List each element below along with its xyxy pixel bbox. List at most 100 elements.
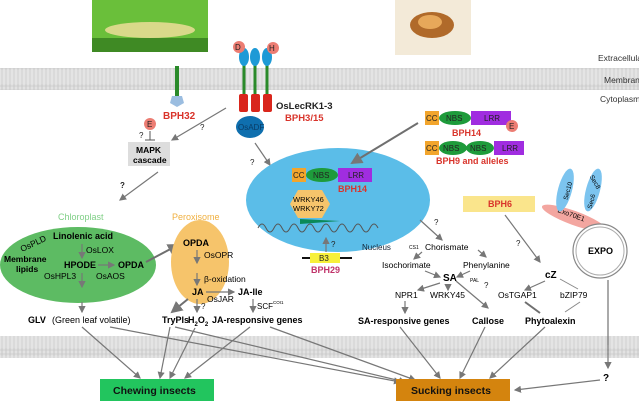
oslox: OsLOX: [86, 245, 114, 255]
expo-vesicle: [572, 223, 628, 279]
npr1: NPR1: [395, 290, 418, 300]
nuclear-bph14-label: BPH14: [338, 184, 367, 194]
question-mark: ?: [434, 218, 439, 227]
b3-domain: [310, 253, 340, 263]
lrr-domain: LRR: [348, 171, 364, 180]
bph32-label: BPH32: [163, 111, 196, 122]
beta-oxidation: β-oxidation: [204, 274, 246, 284]
mapk-cascade-box: [128, 142, 170, 166]
cytoplasm-label: Cytoplasm: [600, 94, 639, 104]
cc-domain: CC: [293, 171, 305, 180]
ja-ile: JA-Ile: [238, 287, 263, 297]
osadf-label: OsADF: [238, 123, 264, 132]
peroxisome-opda: OPDA: [183, 238, 210, 248]
bzip79: bZIP79: [560, 290, 588, 300]
mapk-question: ?: [139, 131, 144, 140]
oshpl3: OsHPL3: [44, 271, 76, 281]
wrky72: WRKY72: [293, 204, 324, 213]
bph14-label: BPH14: [452, 128, 481, 138]
nucleus: [246, 148, 430, 252]
question-mark: ?: [331, 240, 336, 249]
linolenic-acid: Linolenic acid: [53, 231, 113, 241]
membrane-lipids: Membrane: [4, 254, 47, 264]
question-mark: ?: [516, 239, 521, 248]
osadf-protein: [236, 116, 264, 138]
chloroplast-opda: OPDA: [118, 260, 145, 270]
nbs-domain: NBS: [313, 171, 329, 180]
wrky45: WRKY45: [430, 290, 465, 300]
question-mark: ?: [120, 181, 125, 190]
sucking-insects-label: Sucking insects: [411, 385, 491, 397]
dna-helix: [257, 223, 379, 233]
osopr: OsOPR: [204, 250, 233, 260]
trypis: TryPIs: [162, 315, 189, 325]
oslecrk-receptors: [239, 48, 272, 112]
sa-responsive-genes: SA-responsive genes: [358, 316, 450, 326]
glv: GLV: [28, 315, 46, 325]
membrane-label: Membrane: [604, 75, 639, 85]
chorismate: Chorismate: [425, 242, 469, 252]
scf: SCF: [257, 302, 273, 311]
chloroplast-label: Chloroplast: [58, 212, 104, 222]
e-effector: E: [509, 122, 514, 131]
extracellular-label: Extracellular: [598, 53, 639, 63]
nbs-domain: NBS: [443, 144, 459, 153]
caterpillar-image: [92, 0, 208, 52]
d-effector: D: [235, 43, 241, 52]
expo-label: EXPO: [588, 246, 613, 256]
cz: cZ: [545, 270, 557, 281]
e-effector: E: [147, 120, 152, 129]
cs1: CS1: [409, 245, 419, 251]
sec6-label: Sec6: [587, 193, 598, 209]
question-mark: ?: [484, 281, 489, 290]
lrr-domain: LRR: [502, 144, 518, 153]
sec10-label: Sec10: [563, 181, 575, 201]
question-mark: ?: [603, 373, 609, 384]
cascade-label: cascade: [133, 155, 167, 165]
cc-domain: CC: [426, 114, 438, 123]
callose: Callose: [472, 316, 504, 326]
bph32-protein: [170, 96, 184, 107]
sec10: [556, 168, 574, 212]
sa: SA: [443, 273, 457, 284]
oslecrk-label: OsLecRK1-3: [276, 101, 333, 112]
phenylanine: Phenylanine: [463, 260, 510, 270]
sec8-sec6: [584, 168, 602, 212]
chewing-insects-box: [100, 379, 214, 401]
bph9-label: BPH9 and alleles: [436, 156, 509, 166]
glv-full: (Green leaf volatile): [52, 315, 131, 325]
osaos: OsAOS: [96, 271, 125, 281]
membrane-lipids: lipids: [16, 264, 38, 274]
effect-arrows: [81, 326, 612, 393]
phytoalexin: Phytoalexin: [525, 316, 576, 326]
b3-label: B3: [319, 254, 329, 263]
coi1: COI1: [273, 300, 284, 305]
wrky46: WRKY46: [293, 195, 324, 204]
pal: PAL: [470, 278, 479, 284]
sucking-insects-box: [396, 379, 510, 401]
chewing-insects-label: Chewing insects: [113, 385, 196, 397]
mapk-label: MAPK: [136, 145, 162, 155]
ja: JA: [192, 287, 204, 297]
peroxisome-label: Peroxisome: [172, 212, 220, 222]
nbs-domain: NBS: [446, 114, 462, 123]
plasma-membrane: [0, 68, 639, 90]
lrr-domain: LRR: [484, 114, 500, 123]
question-mark: ?: [250, 158, 255, 167]
ja-responsive-genes: JA-responsive genes: [212, 315, 303, 325]
bph29-label: BPH29: [311, 265, 340, 275]
nbs-domain: NBS: [470, 144, 486, 153]
bph6-label: BPH6: [488, 199, 512, 209]
isochorismate: Isochorimate: [382, 260, 431, 270]
cc-domain: CC: [426, 144, 438, 153]
hpode: HPODE: [64, 260, 96, 270]
exo70e1: [541, 204, 607, 232]
nucleus-label: Nucleus: [362, 243, 391, 252]
h-effector: H: [269, 44, 275, 53]
chloroplast: [0, 227, 156, 303]
bph3-15-label: BPH3/15: [285, 113, 324, 124]
question-mark: ?: [201, 302, 206, 311]
bph6-box: [463, 196, 535, 212]
